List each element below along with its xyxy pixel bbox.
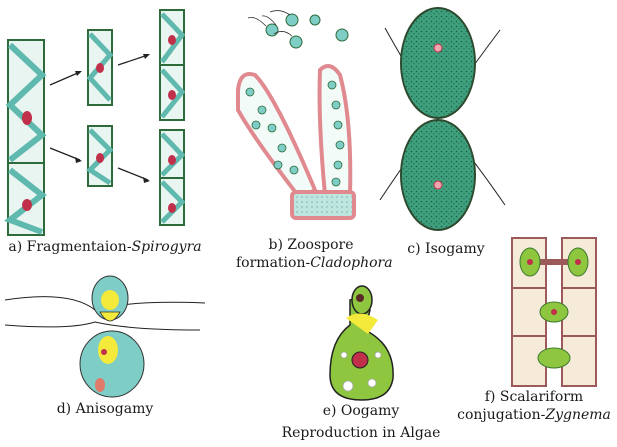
caption-scalariform-line1: f) Scalariform xyxy=(454,388,614,406)
caption-anisogamy: d) Anisogamy xyxy=(20,400,190,418)
cladophora-base-cell xyxy=(292,192,354,218)
caption-oogamy: e) Oogamy xyxy=(300,402,422,420)
arrow-growth-lower xyxy=(118,168,150,183)
caption-scalariform-species: Zygnema xyxy=(545,407,611,423)
oogonium xyxy=(330,286,393,400)
spirogyra-fragment-top xyxy=(88,30,112,105)
zoosporangium-left xyxy=(238,74,315,198)
arrow-fragment-lower xyxy=(50,148,82,163)
spirogyra-fragment-bottom xyxy=(88,126,112,186)
caption-zoospore: b) Zoospore formation-Cladophora xyxy=(236,236,386,272)
spirogyra-regrown-bottom xyxy=(160,130,184,225)
arrow-fragment-upper xyxy=(50,71,82,85)
caption-fragmentation-text: a) Fragmentaion- xyxy=(8,239,131,255)
isogamy-gametes xyxy=(380,8,505,230)
anisogamy-gametes xyxy=(5,276,205,397)
caption-zoospore-line2: formation-Cladophora xyxy=(236,254,386,272)
caption-scalariform-line2: conjugation-Zygnema xyxy=(454,406,614,424)
caption-fragmentation-species: Spirogyra xyxy=(132,239,202,255)
caption-scalariform: f) Scalariform conjugation-Zygnema xyxy=(454,388,614,424)
spirogyra-filament xyxy=(8,40,44,235)
free-zoospores xyxy=(248,11,348,48)
caption-zoospore-line1: b) Zoospore xyxy=(236,236,386,254)
spirogyra-regrown-top xyxy=(160,10,184,120)
arrow-growth-upper xyxy=(118,54,150,65)
zygnema-filaments xyxy=(512,238,596,386)
zoosporangium-right xyxy=(320,66,351,195)
caption-zoospore-species: Cladophora xyxy=(310,255,392,271)
caption-fragmentation: a) Fragmentaion-Spirogyra xyxy=(0,238,210,256)
figure-title: Reproduction in Algae xyxy=(256,424,466,442)
caption-isogamy: c) Isogamy xyxy=(400,240,492,258)
